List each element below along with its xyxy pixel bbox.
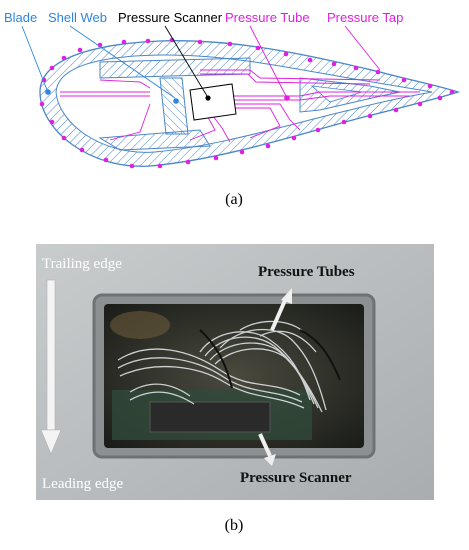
- caption-b: (b): [225, 517, 244, 534]
- trailing-insert-inner: [310, 85, 363, 103]
- label-pressure-tap: Pressure Tap: [327, 10, 403, 25]
- dark-cables: [199, 329, 341, 389]
- callout-arrow-tubes: [270, 288, 292, 331]
- label-pressure-scanner: Pressure Scanner: [118, 10, 223, 25]
- spar-cap-top: [99, 57, 251, 79]
- tube-bundle: [117, 320, 327, 413]
- scanner-module: [149, 401, 271, 433]
- pressure-scanner-box: [189, 83, 237, 121]
- scanner-dot: [205, 95, 211, 101]
- callout-arrow-scanner: [258, 433, 276, 466]
- leader-lines: [21, 25, 381, 99]
- edge-arrow: [40, 279, 62, 455]
- label-shell-web: Shell Web: [48, 10, 107, 25]
- label-pressure-tube: Pressure Tube: [225, 10, 310, 25]
- pressure-tube-dot: [284, 95, 290, 101]
- caption-a: (a): [225, 191, 243, 208]
- shell-web-dot: [173, 98, 179, 104]
- label-pressure-tubes: Pressure Tubes: [258, 264, 355, 280]
- label-blade: Blade: [4, 10, 37, 25]
- label-pressure-scanner-photo: Pressure Scanner: [240, 470, 352, 486]
- label-leading-edge: Leading edge: [42, 476, 124, 492]
- pressure-taps: [39, 37, 455, 169]
- blade-dot: [45, 89, 51, 95]
- airfoil-diagram: Blade Shell Web Pressure Scanner Pressur…: [4, 10, 461, 208]
- photo-panel: Trailing edge Leading edge Pressure Tube…: [36, 244, 434, 534]
- cable-bundle-left: [110, 311, 170, 339]
- label-trailing-edge: Trailing edge: [42, 256, 122, 272]
